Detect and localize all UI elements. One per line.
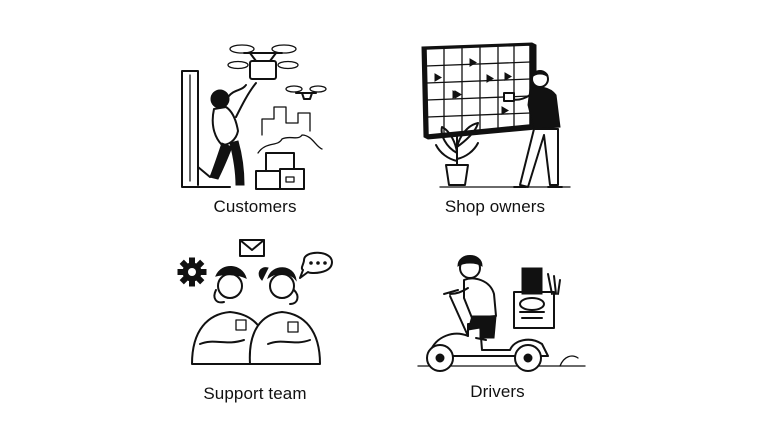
card-label: Support team xyxy=(203,384,307,403)
card-drivers: Drivers xyxy=(410,232,586,412)
card-label: Customers xyxy=(213,197,297,216)
card-customers: Customers xyxy=(170,35,340,225)
card-label: Shop owners xyxy=(444,197,546,216)
shop-owner-planner-illustration xyxy=(421,42,571,188)
drone-delivery-illustration xyxy=(181,44,327,190)
card-support-team: Support team xyxy=(170,232,340,412)
card-label: Drivers xyxy=(470,382,525,401)
card-shop-owners: Shop owners xyxy=(410,35,580,225)
scooter-driver-illustration xyxy=(417,255,586,372)
support-team-illustration xyxy=(177,239,333,365)
